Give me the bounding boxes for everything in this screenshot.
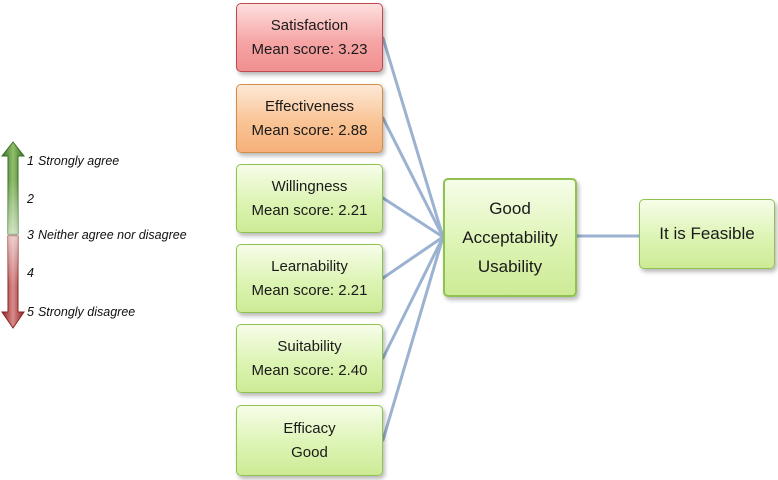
criterion-title: Learnability [271, 257, 348, 275]
legend-number: 4 [27, 266, 34, 280]
criterion-box-satisfaction: Satisfaction Mean score: 3.23 [236, 3, 383, 72]
summary-line: Good [489, 199, 531, 218]
criterion-value: Mean score: 2.21 [251, 281, 368, 299]
criterion-value: Good [291, 443, 328, 461]
criterion-title: Satisfaction [270, 16, 349, 34]
criterion-box-suitability: Suitability Mean score: 2.40 [236, 324, 383, 393]
criterion-title: Efficacy [283, 419, 336, 437]
criterion-title: Willingness [271, 177, 348, 195]
legend-text: Neither agree nor disagree [37, 228, 187, 242]
criterion-title: Effectiveness [265, 97, 354, 115]
summary-box: Good Acceptability Usability [443, 178, 577, 297]
connector-satisfaction [381, 36, 445, 239]
conclusion-label: It is Feasible [659, 224, 755, 243]
criterion-title: Suitability [277, 337, 342, 355]
likert-scale-bar [0, 141, 26, 329]
criterion-value: Mean score: 2.40 [251, 361, 368, 379]
criterion-value: Mean score: 2.88 [251, 121, 368, 139]
legend-number: 5 [27, 305, 34, 319]
legend-text: Strongly agree [37, 154, 120, 168]
criterion-box-efficacy: Efficacy Good [236, 405, 383, 476]
connector-efficacy [381, 235, 445, 442]
legend-number: 1 [27, 154, 34, 168]
criterion-value: Mean score: 2.21 [251, 201, 368, 219]
legend-text: Strongly disagree [37, 305, 136, 319]
criterion-value: Mean score: 3.23 [251, 40, 368, 58]
summary-line: Usability [477, 257, 543, 276]
criterion-box-willingness: Willingness Mean score: 2.21 [236, 164, 383, 233]
legend-number: 2 [27, 192, 34, 206]
legend-item-4: 4 [27, 266, 38, 280]
legend-item-2: 2 [27, 192, 38, 206]
connector-suitability [381, 235, 445, 360]
legend-number: 3 [27, 228, 34, 242]
connector-learnability [381, 235, 445, 280]
summary-line: Acceptability [462, 228, 558, 247]
criterion-box-effectiveness: Effectiveness Mean score: 2.88 [236, 84, 383, 153]
connector-willingness [381, 196, 445, 239]
criterion-box-learnability: Learnability Mean score: 2.21 [236, 244, 383, 313]
connector-effectiveness [381, 116, 445, 239]
conclusion-box: It is Feasible [639, 199, 775, 269]
